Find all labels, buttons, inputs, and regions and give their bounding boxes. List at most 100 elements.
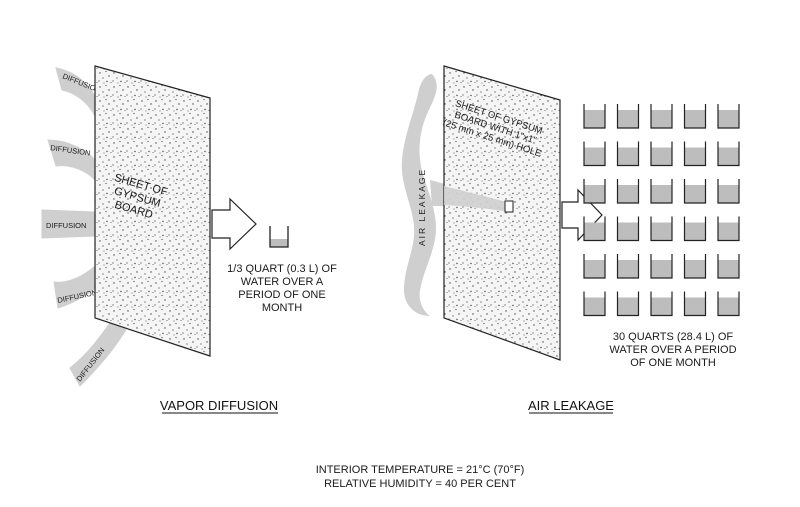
caption-vapor-diffusion: VAPOR DIFFUSION	[160, 398, 278, 413]
container-outline	[683, 141, 707, 167]
water-container-grid	[583, 104, 740, 317]
container-outline	[683, 216, 707, 242]
container-outline	[717, 291, 740, 317]
water-container	[683, 104, 707, 129]
result-text-right: 30 QUARTS (28.4 L) OF WATER OVER A PERIO…	[609, 331, 736, 369]
result-left-line-2: WATER OVER A	[241, 276, 324, 288]
water-container	[616, 254, 640, 279]
container-water	[718, 222, 739, 241]
water-container	[717, 141, 740, 167]
container-water	[651, 297, 672, 316]
gypsum-board-right	[443, 65, 561, 361]
container-outline	[683, 291, 707, 317]
container-water	[718, 185, 739, 203]
gypsum-board-left	[94, 65, 211, 357]
container-outline	[616, 179, 640, 204]
container-outline	[650, 291, 673, 317]
container-water	[684, 222, 706, 241]
water-container	[583, 179, 606, 204]
container-outline	[650, 216, 673, 242]
water-container	[717, 254, 740, 279]
container-outline	[583, 141, 606, 167]
water-container	[650, 104, 673, 129]
container-outline	[650, 141, 673, 167]
container-outline	[616, 141, 640, 167]
container-water	[617, 222, 639, 241]
diffusion-arrows	[41, 67, 129, 387]
footer-humidity: RELATIVE HUMIDITY = 40 PER CENT	[324, 478, 516, 490]
container-outline	[616, 104, 640, 129]
container-water	[617, 110, 639, 128]
water-container	[650, 291, 673, 317]
container-water	[584, 147, 605, 166]
container-water	[684, 260, 706, 278]
air-leakage-stream	[401, 74, 437, 316]
water-container	[683, 291, 707, 317]
container-outline	[683, 254, 707, 279]
container-water	[584, 222, 605, 241]
container-outline	[616, 254, 640, 279]
vapor-diffusion-panel: DIFFUSION DIFFUSION DIFFUSION DIFFUSION …	[41, 65, 337, 414]
water-container	[583, 254, 606, 279]
water-container	[616, 179, 640, 204]
water-container	[717, 179, 740, 204]
air-leakage-branch-over-board	[444, 186, 510, 212]
container-water	[617, 147, 639, 166]
air-leakage-label: AIR LEAKAGE	[417, 168, 427, 246]
output-arrow-left	[211, 197, 257, 251]
water-container	[616, 141, 640, 167]
water-container	[583, 141, 606, 167]
container-outline	[583, 104, 606, 129]
container-outline	[683, 179, 707, 204]
container-water	[684, 185, 706, 203]
container-water	[718, 147, 739, 166]
water-container	[717, 216, 740, 242]
container-water	[617, 185, 639, 203]
container-outline	[650, 179, 673, 204]
container-water	[584, 185, 605, 203]
water-container	[683, 141, 707, 167]
container-outline	[717, 104, 740, 129]
container-water	[617, 260, 639, 278]
container-outline	[650, 104, 673, 129]
caption-air-leakage: AIR LEAKAGE	[528, 398, 614, 413]
container-outline	[717, 216, 740, 242]
result-left-line-3: PERIOD OF ONE	[238, 289, 325, 301]
container-water	[718, 260, 739, 278]
container-water	[718, 297, 739, 316]
container-outline	[583, 179, 606, 204]
water-container	[717, 104, 740, 129]
water-container	[683, 216, 707, 242]
water-container	[583, 104, 606, 129]
water-container	[616, 291, 640, 317]
container-outline	[717, 141, 740, 167]
air-leakage-panel: AIR LEAKAGE SHEET OF GYPSUM BOARD WITH 1…	[401, 65, 740, 414]
container-water	[651, 110, 672, 128]
water-container	[650, 254, 673, 279]
container-water	[651, 185, 672, 203]
container-water	[584, 110, 605, 128]
result-left-line-4: MONTH	[262, 302, 302, 314]
container-outline	[650, 254, 673, 279]
container-water	[651, 147, 672, 166]
container-outline	[683, 104, 707, 129]
container-outline	[583, 254, 606, 279]
container-water	[718, 110, 739, 128]
water-container	[583, 216, 606, 242]
container-outline	[616, 216, 640, 242]
container-water	[684, 110, 706, 128]
result-right-line-3: OF ONE MONTH	[630, 357, 716, 369]
container-outline	[717, 254, 740, 279]
container-water	[684, 147, 706, 166]
water-container	[683, 179, 707, 204]
container-water	[584, 297, 605, 316]
result-text-left: 1/3 QUART (0.3 L) OF WATER OVER A PERIOD…	[227, 263, 337, 314]
diffusion-label-3: DIFFUSION	[46, 221, 86, 230]
conditions-footer: INTERIOR TEMPERATURE = 21°C (70°F) RELAT…	[316, 464, 525, 490]
water-container	[616, 104, 640, 129]
container-water	[684, 297, 706, 316]
result-left-line-1: 1/3 QUART (0.3 L) OF	[227, 263, 337, 275]
container-outline	[616, 291, 640, 317]
footer-temperature: INTERIOR TEMPERATURE = 21°C (70°F)	[316, 464, 525, 476]
